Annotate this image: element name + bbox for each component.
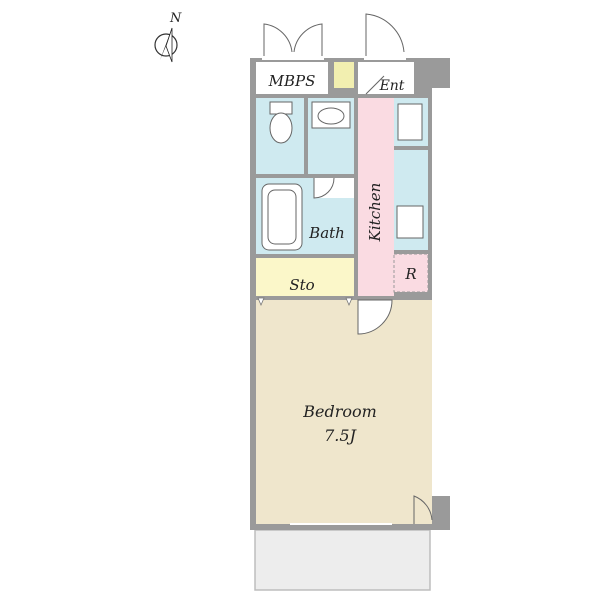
mbps-door-right-swing [293,23,323,56]
compass: N [154,11,182,63]
mbps-door-left-swing [263,23,293,56]
column-top-right [414,58,450,88]
toilet-tank-icon [269,101,293,115]
kitchen-label: Kitchen [366,183,384,243]
bath-door-swing [313,177,335,199]
kitchen-corridor [358,98,394,296]
mbps-room [256,62,328,94]
bedroom-window-swing [413,495,433,524]
bedroom-label: Bedroom [302,402,377,421]
stove-icon [396,205,424,239]
entrance-door-swing [365,13,405,56]
compass-ring [154,33,178,57]
bedroom-size-label: 7.5J [324,426,357,445]
kitchen-sink-icon [397,103,423,141]
bedroom-door-swing [357,299,393,335]
fridge-space [393,253,429,293]
storage-label: Sto [289,276,314,294]
mbps-meter-box [334,62,354,88]
entrance-area [358,62,414,94]
storage-room [256,258,354,296]
toilet-bowl-icon [269,112,293,144]
bedroom [256,300,432,524]
mbps-label: MBPS [268,72,316,90]
balcony-area [254,529,431,591]
entrance-label: Ent [379,78,405,94]
bath-label: Bath [308,224,345,242]
compass-north-label: N [169,11,182,26]
fridge-label: R [404,265,416,283]
north-arrow-tail-icon [165,27,173,63]
